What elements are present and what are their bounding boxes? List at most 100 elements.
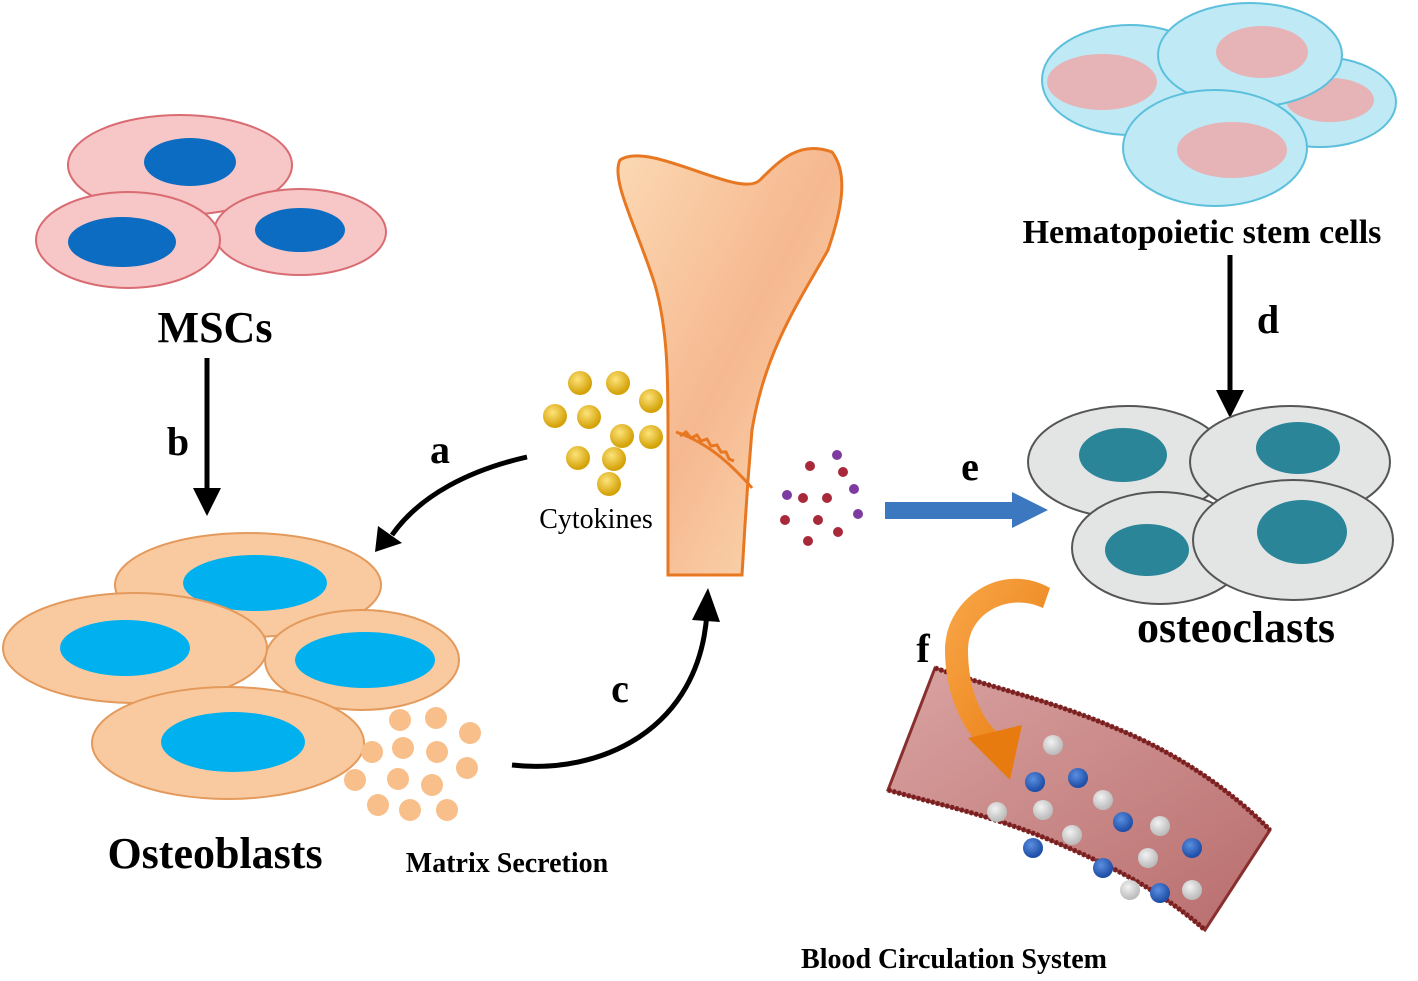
signal-particle: [780, 515, 790, 525]
signal-particle: [833, 527, 843, 537]
blood-cell-blue: [1025, 772, 1045, 792]
matrix-label: Matrix Secretion: [406, 848, 609, 879]
matrix-particle: [456, 757, 478, 779]
signal-particle: [838, 467, 848, 477]
signal-particle: [803, 536, 813, 546]
matrix-particle: [399, 799, 421, 821]
signal-particle: [813, 515, 823, 525]
matrix-particles: [344, 707, 481, 821]
arrow-c: [511, 611, 710, 769]
matrix-particle: [361, 741, 383, 763]
step-b-label: b: [167, 419, 189, 464]
cytokines-label: Cytokines: [539, 504, 653, 535]
blood-cell-grey: [1093, 790, 1113, 810]
signal-particle: [822, 493, 832, 503]
step-d-label: d: [1257, 297, 1279, 342]
cytokine-dot: [639, 425, 663, 449]
osteoblast-nucleus: [60, 620, 190, 676]
cytokine-particles: [543, 371, 663, 496]
osteoclast-label: osteoclasts: [1137, 603, 1335, 652]
bone-fracture: [616, 146, 844, 577]
signal-particle: [832, 450, 842, 460]
cytokine-dot: [610, 424, 634, 448]
cytokine-dot: [602, 447, 626, 471]
arrow-d-head: [1216, 390, 1244, 418]
blood-cell-grey: [1033, 800, 1053, 820]
blood-label: Blood Circulation System: [801, 944, 1107, 975]
blood-cell-grey: [1182, 880, 1202, 900]
osteoblast-label: Osteoblasts: [107, 829, 322, 878]
signal-particle: [805, 461, 815, 471]
blood-cell-grey: [1138, 848, 1158, 868]
matrix-particle: [344, 769, 366, 791]
osteoblast-cell: [91, 686, 365, 800]
osteoclast-cells: [1027, 405, 1394, 605]
matrix-particle: [367, 794, 389, 816]
blood-cell-grey: [1062, 825, 1082, 845]
signal-particle: [849, 484, 859, 494]
osteoblast-cell: [2, 592, 268, 704]
msc-cell: [67, 114, 293, 216]
cytokine-dot: [566, 446, 590, 470]
step-e-label: e: [961, 444, 979, 489]
osteoblast-nucleus: [161, 712, 305, 772]
osteoblast-nucleus: [183, 555, 327, 611]
osteoclast-cell: [1192, 479, 1394, 601]
arrow-a-head: [375, 526, 402, 552]
osteoclast-nucleus: [1257, 500, 1347, 564]
osteoclast-nucleus: [1256, 422, 1340, 474]
matrix-particle: [387, 768, 409, 790]
fracture-line: [675, 430, 754, 489]
matrix-particle: [436, 799, 458, 821]
matrix-particle: [392, 737, 414, 759]
msc-nucleus: [255, 208, 345, 252]
matrix-particle: [426, 741, 448, 763]
step-f-label: f: [916, 626, 930, 671]
blood-cell-grey: [1150, 816, 1170, 836]
blood-cell-blue: [1023, 838, 1043, 858]
arrow-f: [945, 578, 1050, 780]
arrow-b-head: [193, 488, 221, 516]
blood-cell-grey: [1120, 880, 1140, 900]
cytokine-dot: [606, 371, 630, 395]
step-a-label: a: [430, 427, 450, 472]
osteoblast-nucleus: [295, 632, 435, 688]
arrow-a: [389, 454, 528, 537]
blood-vessel: [886, 665, 1272, 933]
blood-cell-grey: [1043, 735, 1063, 755]
matrix-particle: [421, 774, 443, 796]
blood-cells: [987, 735, 1202, 903]
hsc-cell: [1157, 2, 1343, 108]
arrow-c-head: [692, 588, 720, 622]
blood-cell-blue: [1150, 883, 1170, 903]
bone-shape: [616, 146, 844, 577]
cytokine-dot: [568, 371, 592, 395]
hsc-label: Hematopoietic stem cells: [1023, 214, 1382, 251]
osteoblast-cell: [264, 609, 460, 711]
matrix-particle: [389, 709, 411, 731]
cytokine-dot: [577, 405, 601, 429]
step-c-label: c: [611, 666, 629, 711]
osteoclast-nucleus: [1079, 428, 1167, 482]
msc-cell: [35, 191, 221, 289]
osteoblast-cells: [2, 532, 460, 800]
blood-cell-blue: [1093, 858, 1113, 878]
matrix-particle: [425, 707, 447, 729]
hsc-cell: [1122, 89, 1308, 207]
msc-cell: [213, 188, 387, 276]
blood-cell-blue: [1113, 812, 1133, 832]
hsc-nucleus: [1216, 26, 1308, 78]
hsc-nucleus: [1177, 122, 1287, 178]
matrix-particle: [459, 722, 481, 744]
blood-cell-blue: [1182, 838, 1202, 858]
msc-nucleus: [144, 138, 236, 186]
signal-particle: [798, 493, 808, 503]
msc-label: MSCs: [158, 303, 273, 352]
signal-particle: [782, 490, 792, 500]
arrow-e: [885, 492, 1048, 528]
cytokine-dot: [597, 472, 621, 496]
hsc-cells: [1041, 2, 1397, 207]
msc-cells: [35, 114, 387, 289]
cytokine-dot: [543, 404, 567, 428]
